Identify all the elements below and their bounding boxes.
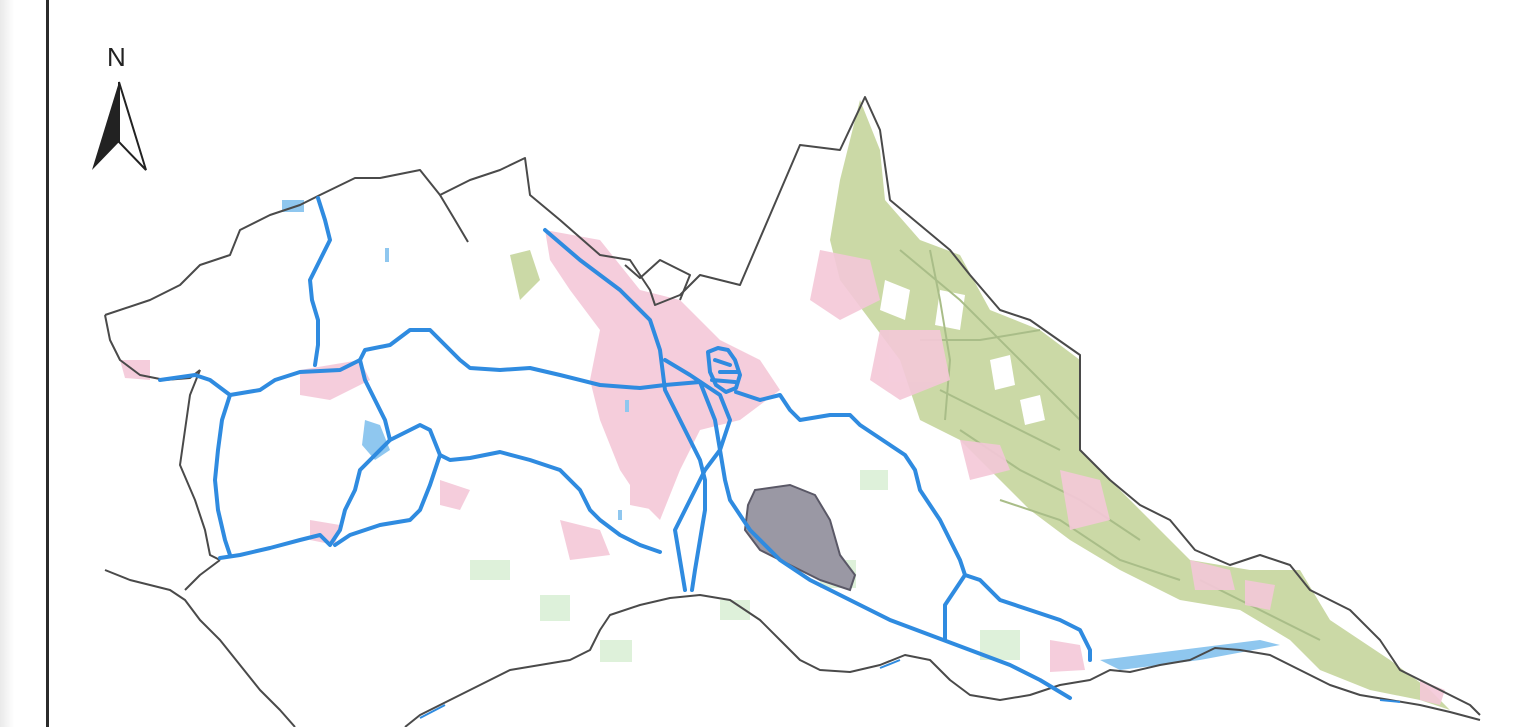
forest-areas	[510, 100, 1450, 710]
water-features	[282, 200, 1280, 670]
north-label: N	[107, 42, 126, 72]
road-network	[158, 196, 1092, 700]
quarry-area	[743, 483, 857, 592]
urban-areas	[120, 230, 1445, 705]
crop-areas	[470, 470, 1020, 662]
boundary-lines	[104, 96, 1481, 727]
river-edge-marks	[419, 659, 1401, 719]
page-edge-shade	[0, 0, 14, 727]
map-frame-border	[46, 0, 49, 727]
north-arrow-icon	[92, 81, 147, 171]
